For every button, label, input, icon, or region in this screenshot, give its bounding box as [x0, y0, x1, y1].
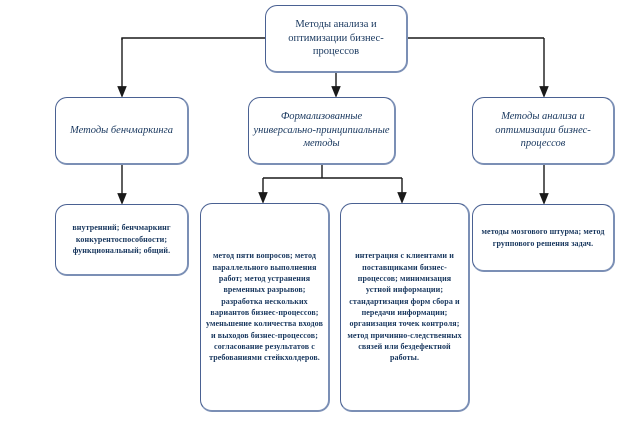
node-creative-methods-details[interactable]: методы мозгового штурма; метод групповог…: [472, 204, 615, 272]
node-benchmarking-details-label: внутренний; бенчмаркинг конкурентоспособ…: [72, 223, 171, 256]
node-integration-standardization-details[interactable]: интеграция с клиентами и поставщиками би…: [340, 203, 470, 412]
node-analysis-optimization-methods[interactable]: Методы анализа и оптимизации бизнес-проц…: [472, 97, 615, 165]
node-formalized-methods-details[interactable]: метод пяти вопросов; метод параллельного…: [200, 203, 330, 412]
node-formalized-universal-methods[interactable]: Формализованные универсально-принципиаль…: [248, 97, 396, 165]
node-root-label: Методы анализа и оптимизации бизнес-проц…: [288, 18, 384, 58]
node-benchmarking-methods-label: Методы бенчмаркинга: [70, 124, 173, 136]
node-root[interactable]: Методы анализа и оптимизации бизнес-проц…: [265, 5, 408, 73]
node-benchmarking-details[interactable]: внутренний; бенчмаркинг конкурентоспособ…: [55, 204, 189, 276]
node-formalized-methods-details-label: метод пяти вопросов; метод параллельного…: [205, 251, 324, 363]
node-benchmarking-methods[interactable]: Методы бенчмаркинга: [55, 97, 189, 165]
node-integration-standardization-details-label: интеграция с клиентами и поставщиками би…: [347, 251, 462, 363]
node-analysis-optimization-methods-label: Методы анализа и оптимизации бизнес-проц…: [495, 110, 591, 150]
node-formalized-universal-methods-label: Формализованные универсально-принципиаль…: [253, 110, 390, 150]
node-creative-methods-details-label: методы мозгового штурма; метод групповог…: [481, 227, 605, 248]
